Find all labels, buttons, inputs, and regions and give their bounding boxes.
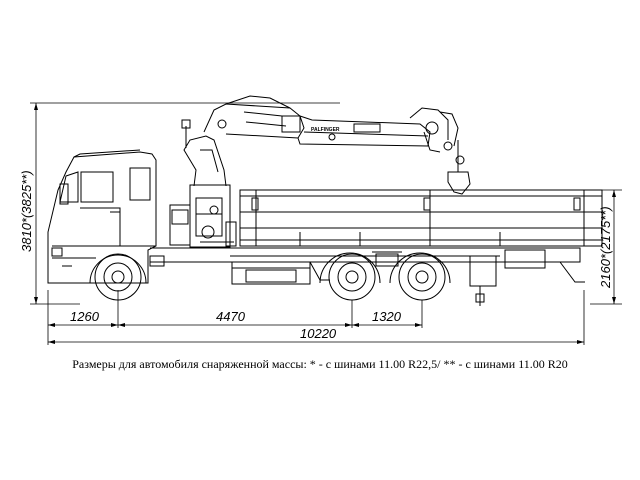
- dim-wheelbase: 4470: [216, 309, 246, 324]
- dim-bogie: 1320: [372, 309, 402, 324]
- rear-cab-window: [129, 167, 151, 201]
- cab-door-window: [80, 171, 114, 203]
- rear-wheel-1: [319, 252, 381, 301]
- windshield: [59, 171, 79, 203]
- crane-column: [169, 119, 237, 248]
- front-wheel: [89, 253, 147, 301]
- cargo-platform: [239, 189, 603, 247]
- crane-hook: [447, 171, 471, 195]
- dim-overall-height: 3810*(3825**): [19, 170, 34, 252]
- dim-platform-height: 2160*(2175**): [598, 206, 613, 289]
- caption: Размеры для автомобиля снаряженной массы…: [72, 357, 568, 371]
- dim-front-overhang: 1260: [70, 309, 100, 324]
- chassis: [149, 247, 585, 306]
- cab: [47, 149, 157, 284]
- crane-brand-label: PALFINGER: [311, 127, 340, 133]
- dim-overall-length: 10220: [300, 326, 337, 341]
- rear-wheel-2: [389, 252, 451, 301]
- crane-boom: [203, 95, 471, 195]
- dimension-arrows: [34, 103, 616, 344]
